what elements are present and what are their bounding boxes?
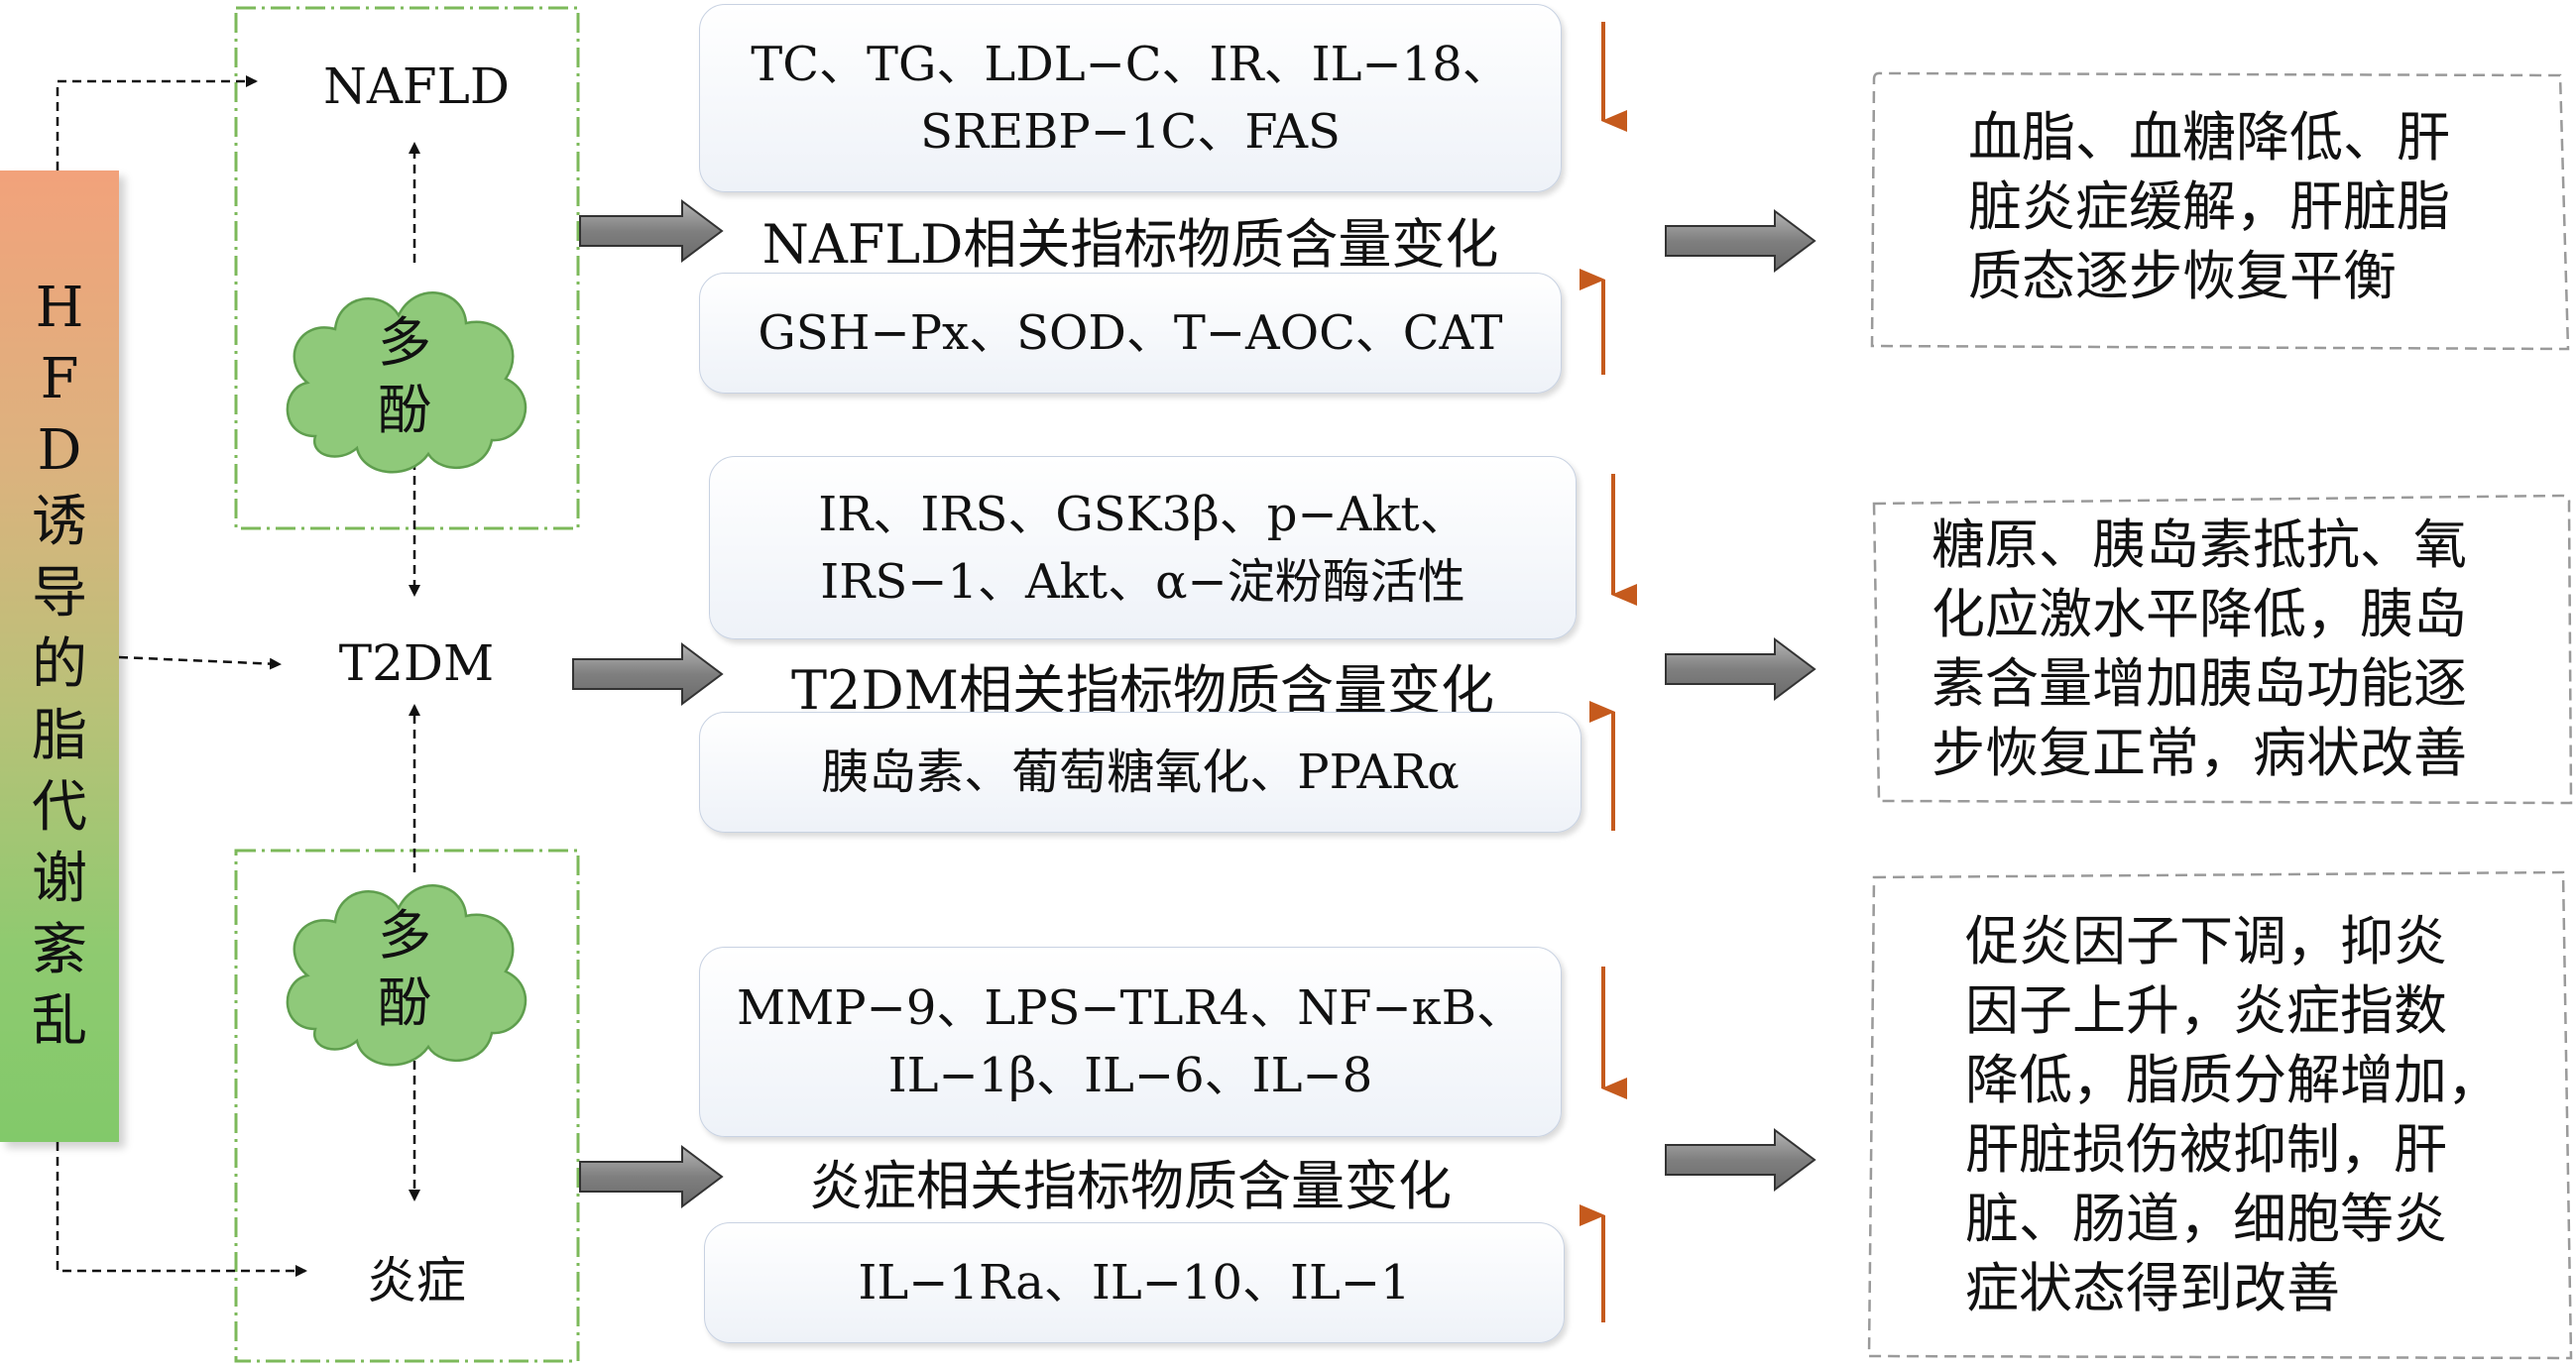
block-arrow-result-nafld <box>1665 209 1816 273</box>
hfd-label: H F D 诱 导 的 脂 代 谢 紊 乱 <box>32 276 87 1054</box>
result-box-nafld <box>1870 71 2570 351</box>
disease-label-nafld: NAFLD <box>323 57 510 115</box>
decreased-box-inflammation: MMP−9、LPS−TLR4、NF−κB、IL−1β、IL−6、IL−8 <box>699 947 1562 1137</box>
decreased-box-t2dm: IR、IRS、GSK3β、p−Akt、IRS−1、Akt、α−淀粉酶活性 <box>709 456 1577 639</box>
result-box-inflammation <box>1867 870 2573 1360</box>
disease-label-t2dm: T2DM <box>338 634 495 692</box>
hfd-to-nafld-arrow <box>56 75 258 171</box>
polyphenol-label-top: 多 酚 <box>378 311 431 441</box>
result-text-inflammation: 促炎因子下调，抑炎 因子上升，炎症指数 降低，脂质分解增加， 肝脏损伤被抑制，肝… <box>1965 910 2501 1319</box>
group-label-t2dm: T2DM相关指标物质含量变化 <box>791 659 1494 722</box>
increased-box-inflammation: IL−1Ra、IL−10、IL−1 <box>704 1222 1565 1343</box>
block-arrow-t2dm <box>572 642 724 706</box>
bottom-dashdot-frame <box>234 849 580 1363</box>
increased-box-nafld: GSH−Px、SOD、T−AOC、CAT <box>699 273 1562 394</box>
hfd-to-t2dm-arrow <box>118 655 282 670</box>
cloud-icon-top <box>286 291 527 474</box>
result-box-t2dm <box>1872 494 2573 805</box>
decreased-box-nafld: TC、TG、LDL−C、IR、IL−18、SREBP−1C、FAS <box>699 4 1562 192</box>
disease-label-inflammation: 炎症 <box>367 1252 466 1310</box>
group-label-inflammation: 炎症相关指标物质含量变化 <box>809 1155 1452 1217</box>
block-arrow-result-t2dm <box>1665 637 1816 701</box>
hfd-to-inflammation-arrow <box>56 1142 307 1277</box>
block-arrow-inflammation <box>579 1145 724 1208</box>
result-text-t2dm: 糖原、胰岛素抵抗、氧 化应激水平降低，胰岛 素含量增加胰岛功能逐 步恢复正常，病… <box>1932 513 2467 784</box>
increased-box-t2dm: 胰岛素、葡萄糖氧化、PPARα <box>699 712 1581 833</box>
block-arrow-result-inflammation <box>1665 1128 1816 1192</box>
polyphenol-label-bottom: 多 酚 <box>378 904 431 1034</box>
block-arrow-nafld <box>579 199 724 263</box>
cloud-icon-bottom <box>286 884 527 1067</box>
top-dashdot-frame <box>234 6 580 530</box>
hfd-bar <box>0 171 119 1142</box>
result-text-nafld: 血脂、血糖降低、肝 脏炎症缓解，肝脏脂 质态逐步恢复平衡 <box>1968 106 2450 307</box>
group-label-nafld: NAFLD相关指标物质含量变化 <box>761 213 1499 276</box>
